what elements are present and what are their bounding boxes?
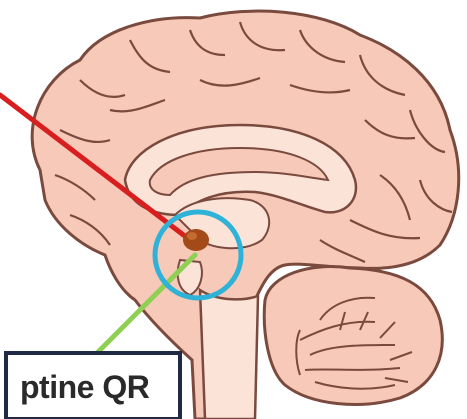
hypothalamus-highlight: [187, 232, 197, 240]
hypothalamus-spot: [183, 229, 209, 251]
label-box: ptine QR: [4, 351, 182, 419]
cerebellum: [264, 267, 442, 405]
brainstem: [200, 290, 258, 419]
label-text: ptine QR: [20, 369, 149, 406]
